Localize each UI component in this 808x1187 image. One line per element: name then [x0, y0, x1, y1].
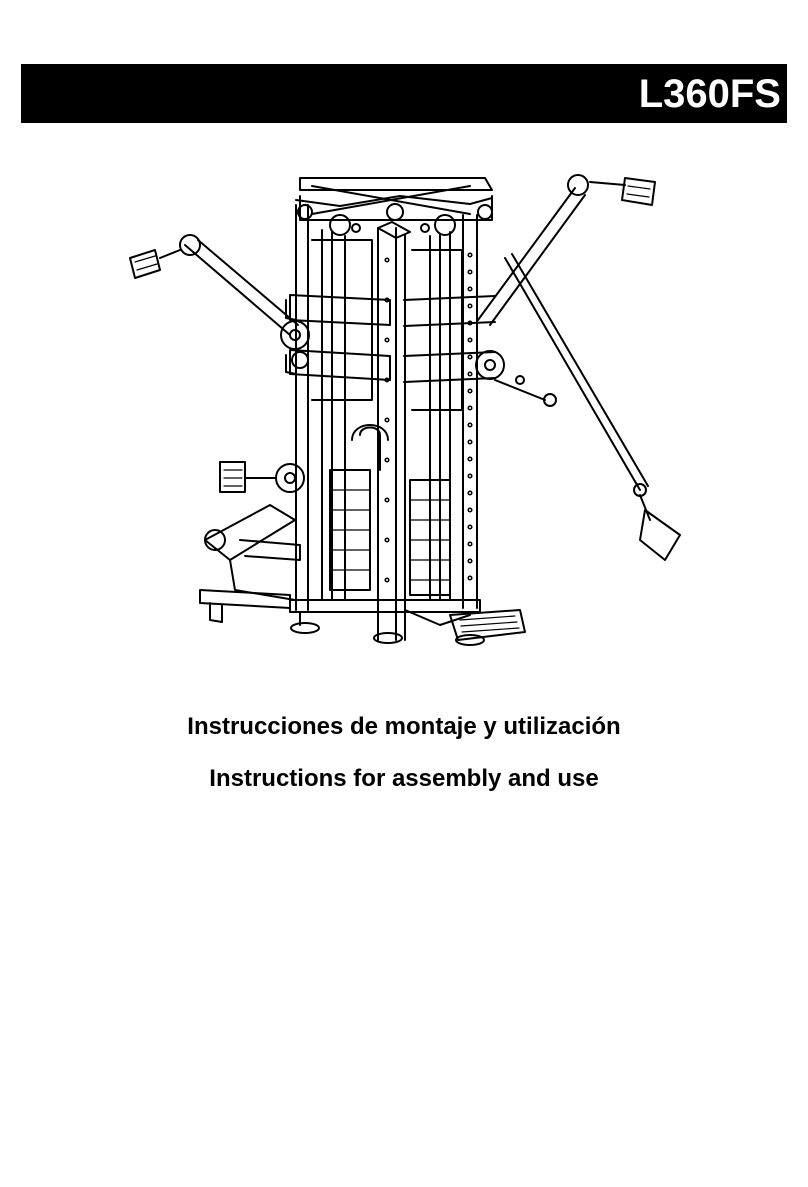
header-bar: L360FS: [21, 64, 787, 123]
model-code: L360FS: [638, 72, 781, 116]
cover-title-english: Instructions for assembly and use: [209, 765, 599, 792]
cover-title-spanish: Instrucciones de montaje y utilización: [187, 713, 621, 740]
multi-station-gym-icon: [129, 174, 681, 646]
